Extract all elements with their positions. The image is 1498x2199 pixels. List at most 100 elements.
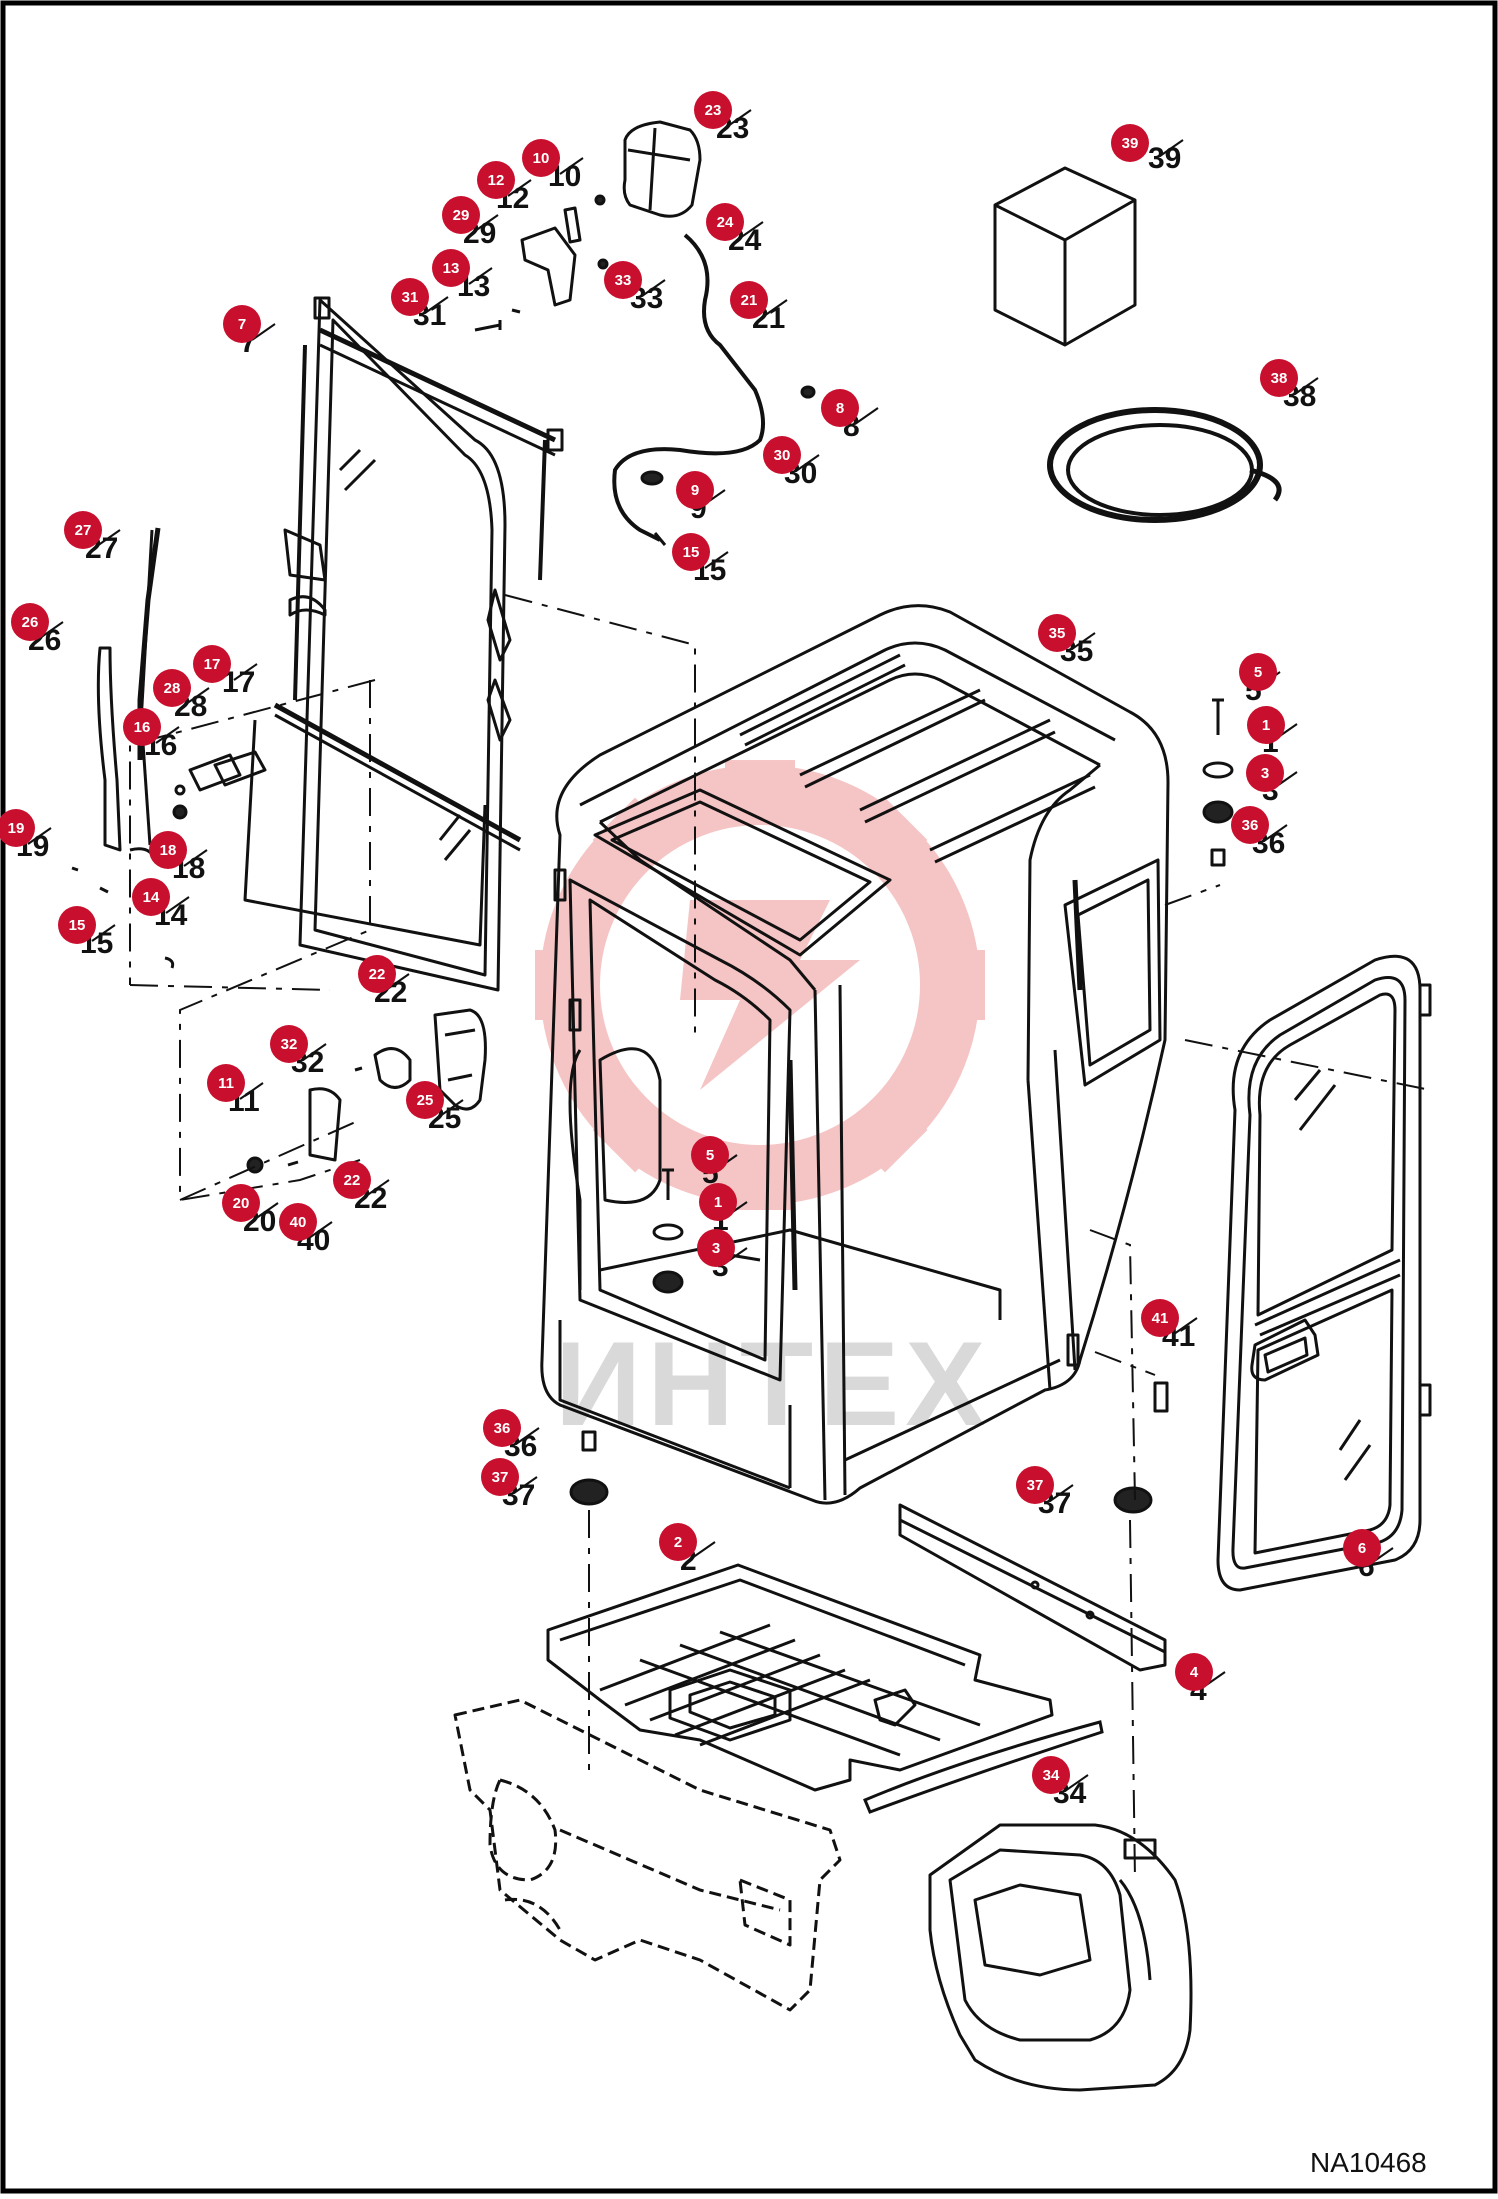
callout-bubble[interactable] [604, 261, 642, 299]
callout-number: 35 [1049, 625, 1066, 642]
callout-bubble[interactable] [1032, 1756, 1070, 1794]
callout-number: 19 [8, 820, 25, 837]
callout-leader [254, 1202, 279, 1220]
callout-bubble[interactable] [1247, 706, 1285, 744]
callout-bubble[interactable] [58, 906, 96, 944]
callout-bubble[interactable] [1175, 1653, 1213, 1691]
watermark-logo [535, 760, 985, 1210]
callout-leader [515, 1427, 540, 1445]
front-window-assembly [243, 296, 564, 992]
callout-bubble[interactable] [1111, 124, 1149, 162]
callout-bubble[interactable] [432, 249, 470, 287]
callout-bubble[interactable] [1260, 359, 1298, 397]
callout-bubble[interactable] [477, 161, 515, 199]
callout-number: 5 [706, 1147, 714, 1164]
callout-number: 20 [233, 1195, 250, 1212]
callout-number: 6 [1358, 1540, 1366, 1557]
callout-bubble[interactable] [481, 1458, 519, 1496]
callout-bubble[interactable] [676, 471, 714, 509]
callout-bubble[interactable] [522, 139, 560, 177]
callout-bubble[interactable] [672, 533, 710, 571]
callout-bubble[interactable] [694, 91, 732, 129]
callout-bubble[interactable] [659, 1523, 697, 1561]
callout-number: 8 [836, 400, 844, 417]
callout-c1b: 11 [699, 1183, 748, 1237]
callout-number: 24 [717, 214, 734, 231]
callout-leader [251, 323, 276, 341]
callout-bubble[interactable] [483, 1409, 521, 1447]
callout-bubble[interactable] [1038, 614, 1076, 652]
callout-c4: 44 [1175, 1653, 1226, 1707]
callout-number: 22 [344, 1172, 361, 1189]
callout-number: 22 [369, 966, 386, 983]
callout-bubble[interactable] [149, 831, 187, 869]
callout-bubble[interactable] [279, 1203, 317, 1241]
callout-number: 27 [75, 522, 92, 539]
callout-bubble[interactable] [132, 878, 170, 916]
callout-number: 15 [69, 917, 86, 934]
callout-bubble[interactable] [391, 278, 429, 316]
callout-bubble[interactable] [358, 955, 396, 993]
callout-bubble[interactable] [697, 1229, 735, 1267]
callout-number: 11 [218, 1075, 234, 1092]
callout-bubble[interactable] [821, 389, 859, 427]
callout-bubble[interactable] [0, 809, 35, 847]
callout-c1a: 11 [1247, 706, 1298, 759]
callout-number: 3 [1261, 765, 1269, 782]
watermark-bolt [680, 900, 860, 1090]
callout-bubble[interactable] [699, 1183, 737, 1221]
callout-bubble[interactable] [442, 196, 480, 234]
callout-bubble[interactable] [270, 1025, 308, 1063]
callout-bubble[interactable] [123, 708, 161, 746]
callout-bubble[interactable] [406, 1081, 444, 1119]
callout-bubble[interactable] [1343, 1529, 1381, 1567]
callout-leader [27, 827, 52, 845]
callout-bubble[interactable] [222, 1184, 260, 1222]
callout-bubble[interactable] [207, 1064, 245, 1102]
callout-leader [641, 279, 666, 297]
callout-leader [468, 267, 493, 285]
callout-bubble[interactable] [763, 436, 801, 474]
watermark-gear-teeth [535, 760, 985, 1210]
alignment-lines [129, 594, 1431, 1881]
callout-bubble[interactable] [333, 1161, 371, 1199]
callout-bubble[interactable] [153, 669, 191, 707]
callout-leader [507, 179, 532, 197]
callout-number: 38 [1271, 370, 1288, 387]
callout-number: 7 [238, 316, 246, 333]
callout-number: 36 [494, 1420, 511, 1437]
callout-bubble[interactable] [1141, 1299, 1179, 1337]
callout-bubble[interactable] [64, 511, 102, 549]
callout-bubble[interactable] [730, 281, 768, 319]
callout-bubble[interactable] [223, 305, 261, 343]
callout-bubble[interactable] [1239, 653, 1277, 691]
callout-bubble[interactable] [1231, 806, 1269, 844]
callout-c8: 88 [821, 389, 879, 443]
callout-bubble[interactable] [691, 1136, 729, 1174]
callout-bubble[interactable] [11, 603, 49, 641]
callout-bubble[interactable] [1016, 1466, 1054, 1504]
callout-bubble[interactable] [193, 645, 231, 683]
watermark-gear-ring [540, 765, 980, 1205]
callout-number: 21 [741, 292, 758, 309]
callout-bubble[interactable] [706, 203, 744, 241]
washer-reservoir [622, 120, 702, 218]
callout-bubble[interactable] [1246, 754, 1284, 792]
callout-number: 13 [443, 260, 460, 277]
callout-leader [365, 1179, 390, 1197]
callout-leader [183, 849, 208, 867]
callout-leader [1049, 1484, 1074, 1502]
